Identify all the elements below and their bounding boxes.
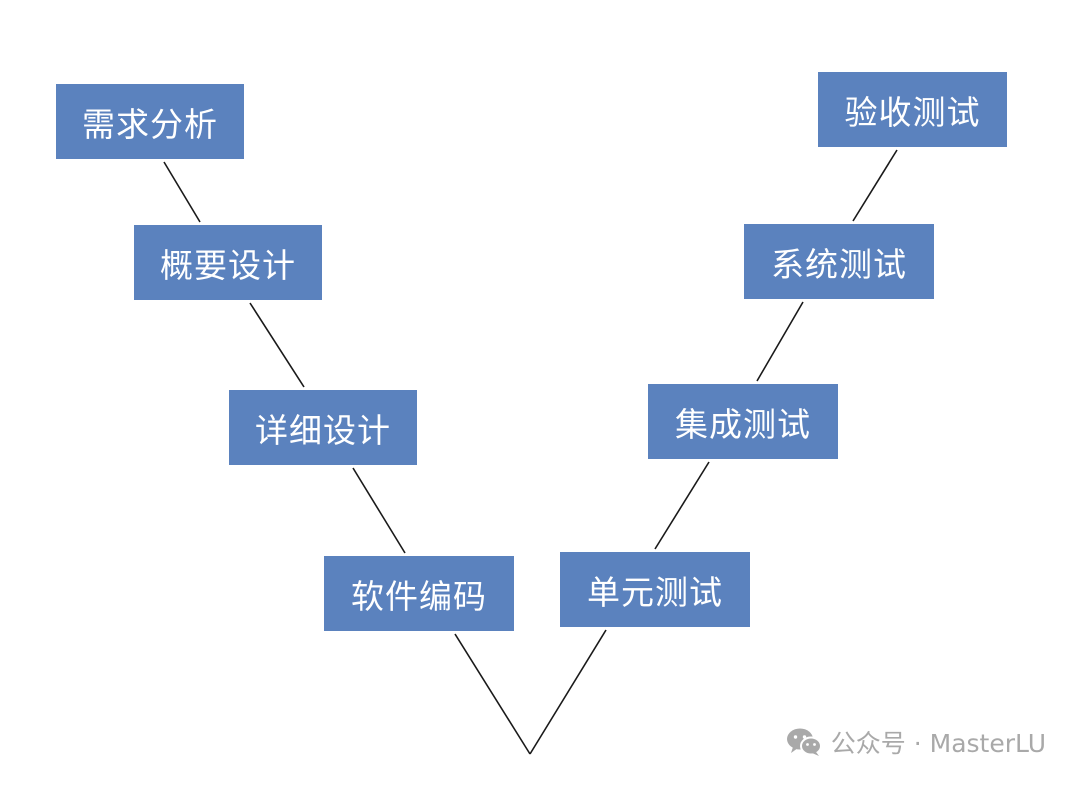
stage-box-coding: 软件编码	[324, 556, 514, 631]
connector-line	[352, 467, 406, 554]
connector-line	[654, 461, 710, 550]
stage-box-unit-testing: 单元测试	[560, 552, 750, 627]
wechat-icon	[786, 728, 822, 756]
watermark-text: 公众号 · MasterLU	[830, 729, 1046, 758]
connector-line	[756, 301, 804, 382]
connector-line	[454, 633, 531, 755]
connector-line	[163, 161, 201, 223]
connector-line	[529, 629, 607, 755]
stage-box-high-level-design: 概要设计	[134, 225, 322, 300]
watermark: 公众号 · MasterLU	[785, 724, 1046, 760]
stage-box-system-testing: 系统测试	[744, 224, 934, 299]
stage-box-integration-testing: 集成测试	[648, 384, 838, 459]
stage-box-acceptance-testing: 验收测试	[818, 72, 1007, 147]
connector-line	[249, 302, 305, 388]
stage-box-detailed-design: 详细设计	[229, 390, 417, 465]
stage-box-requirements-analysis: 需求分析	[56, 84, 244, 159]
connector-line	[852, 149, 898, 222]
